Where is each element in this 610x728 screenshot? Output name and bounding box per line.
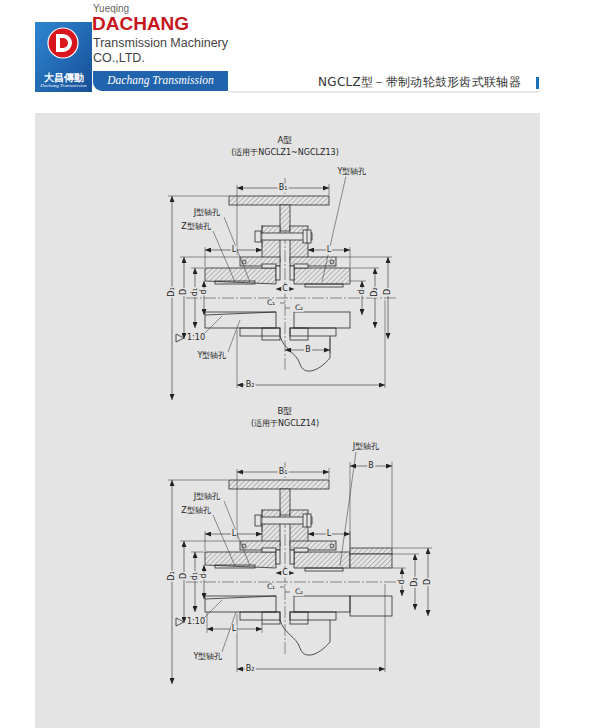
view-label: B型: [277, 407, 294, 416]
company-name: DACHANG: [92, 14, 189, 35]
node-subtext: Dachang Transmission: [40, 83, 86, 89]
node-text: 大昌傳動: [44, 72, 84, 84]
company-name: Yueqing: [93, 3, 129, 14]
dimension-label: L: [231, 625, 237, 634]
dimension-label: C₂: [294, 304, 304, 312]
view-note: (适用于NGCLZ14): [250, 420, 320, 429]
dimension-label: B₂: [245, 665, 256, 674]
dimension-label: d: [200, 288, 209, 295]
dimension-label: D: [180, 572, 189, 580]
dimension-label: C₁: [266, 299, 276, 307]
node-text: Dachang Transmission: [107, 74, 213, 87]
part-label: Y型轴孔: [197, 352, 228, 361]
dimension-label: D: [384, 288, 393, 296]
part-label: Z型轴孔: [180, 507, 211, 516]
page-title: NGCLZ型－带制动轮鼓形齿式联轴器: [318, 76, 521, 89]
taper-label: 1:10: [186, 618, 206, 627]
dimension-label: D: [424, 578, 433, 586]
dimension-label: L: [326, 530, 332, 539]
logo-emblem: [47, 27, 79, 59]
view-note: (适用于NGCLZ1~NGCLZ13): [230, 149, 340, 158]
part-label: Z型轴孔: [180, 223, 211, 232]
dimension-label: d: [358, 288, 367, 295]
dimension-label: L: [231, 246, 237, 255]
part-label: J型轴孔: [193, 493, 221, 502]
company-name: CO.,LTD.: [93, 52, 145, 66]
brand-band: Dachang Transmission: [93, 71, 228, 91]
dimension-label: B: [367, 462, 375, 471]
dimension-label: d: [200, 572, 209, 579]
view-label: A型: [277, 136, 294, 145]
part-label: Y型轴孔: [193, 653, 224, 662]
dimension-label: C: [281, 569, 289, 578]
part-label: J型轴孔: [193, 209, 221, 218]
part-label: Y型轴孔: [337, 168, 368, 177]
dimension-label: C: [281, 285, 289, 294]
dimension-label: L: [326, 246, 332, 255]
company-name: Transmission Machinery: [93, 37, 228, 51]
dimension-label: L: [231, 530, 237, 539]
dimension-label: d: [398, 578, 407, 585]
dimension-label: D₁: [168, 570, 177, 581]
dimension-label: D: [180, 288, 189, 296]
dimension-label: C₁: [266, 583, 276, 591]
dimension-label: B₁: [278, 184, 289, 193]
dimension-label: C₂: [294, 588, 304, 596]
dimension-label: B₂: [245, 381, 256, 390]
dimension-label: d₁: [191, 571, 200, 581]
dimension-label: D₂: [371, 286, 380, 297]
dimension-label: d₁: [191, 287, 200, 297]
dimension-label: B₁: [278, 468, 289, 477]
part-label: J型轴孔: [352, 443, 380, 452]
dimension-label: B: [304, 346, 312, 355]
dimension-label: D₂: [411, 576, 420, 587]
taper-label: 1:10: [186, 334, 206, 343]
dimension-label: D₁: [168, 286, 177, 297]
